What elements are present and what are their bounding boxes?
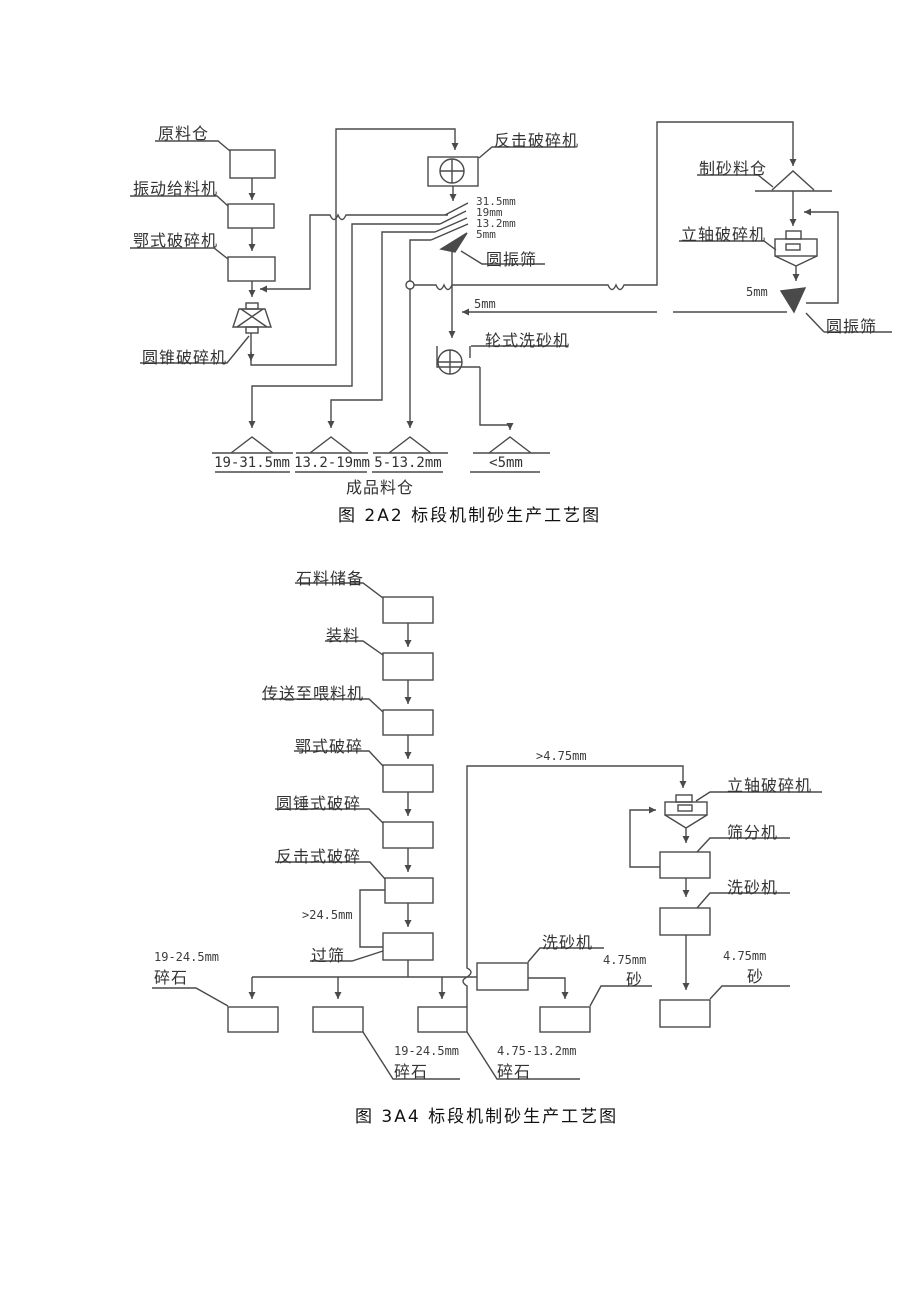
bin-left-material-label: 碎石 bbox=[154, 968, 189, 987]
stone-storage-label: 石料储备 bbox=[296, 569, 365, 588]
jaw-crusher-label: 鄂式破碎机 bbox=[133, 231, 219, 250]
cone-to-impact-line bbox=[250, 128, 459, 366]
washer-out-line bbox=[528, 977, 569, 999]
figure1-lineart bbox=[130, 121, 892, 473]
washer-mid-box bbox=[476, 962, 529, 991]
oversize-recycle-label: >24.5mm bbox=[302, 908, 353, 922]
vibrating-feeder-box bbox=[227, 203, 275, 229]
jaw-crushing-box bbox=[382, 764, 434, 793]
sand-silo-label: 制砂料仓 bbox=[699, 159, 768, 178]
loading-box bbox=[382, 652, 434, 681]
figure2-label-leaders bbox=[152, 582, 822, 1080]
figure1-label-leaders bbox=[130, 140, 892, 364]
jaw-crushing-label: 鄂式破碎 bbox=[295, 737, 364, 756]
washer-right-label: 洗砂机 bbox=[727, 878, 779, 897]
screen-size-1: 31.5mm bbox=[476, 195, 516, 208]
screen-size-3: 13.2mm bbox=[476, 217, 516, 230]
sand-bin-mid-box bbox=[539, 1006, 591, 1033]
five-mm-right-label: 5mm bbox=[746, 285, 768, 299]
raw-silo-box bbox=[229, 149, 276, 179]
bin-left-size-label: 19-24.5mm bbox=[154, 950, 220, 964]
vsi-crusher-symbol bbox=[774, 230, 818, 271]
jaw-crusher-box bbox=[227, 256, 276, 282]
convey-label: 传送至喂料机 bbox=[262, 684, 365, 703]
bin-left-box bbox=[227, 1006, 279, 1033]
raw-silo-label: 原料仓 bbox=[158, 124, 210, 143]
fraction-line-5 bbox=[406, 239, 431, 428]
stone-storage-box bbox=[382, 596, 434, 624]
sand-mid-material-label: 砂 bbox=[626, 970, 644, 989]
screen-size-2: 19mm bbox=[476, 206, 503, 219]
washer-mid-label: 洗砂机 bbox=[542, 933, 594, 952]
bin-middle-box bbox=[312, 1006, 364, 1033]
vsi-crusher-symbol-2 bbox=[664, 794, 708, 831]
washer-to-bin-line bbox=[479, 367, 514, 430]
impact-crusher-label: 反击破碎机 bbox=[494, 131, 580, 150]
sand-right-size-label: 4.75mm bbox=[723, 949, 767, 963]
bin-middle-material-label: 碎石 bbox=[394, 1062, 429, 1081]
oversize-to-vsi-label: >4.75mm bbox=[536, 749, 587, 763]
vsi-crusher-label: 立轴破碎机 bbox=[681, 225, 767, 244]
cone-crusher-label: 圆锥破碎机 bbox=[142, 348, 228, 367]
vibrating-feeder-label: 振动给料机 bbox=[133, 179, 219, 198]
product-silo-label: 成品料仓 bbox=[346, 478, 415, 497]
fraction-line-19 bbox=[248, 223, 440, 428]
bin-third-size-label: 4.75-13.2mm bbox=[497, 1044, 577, 1058]
bin-third-box bbox=[417, 1006, 468, 1033]
loading-label: 装料 bbox=[326, 626, 361, 645]
screening-machine-box bbox=[659, 851, 711, 879]
circular-screen-label: 圆振筛 bbox=[486, 250, 538, 269]
cone-crusher-symbol bbox=[232, 302, 272, 334]
five-mm-mid-label: 5mm bbox=[474, 297, 496, 311]
sieving-box bbox=[382, 932, 434, 961]
oversize-return-line bbox=[260, 213, 448, 293]
screening-machine-label: 筛分机 bbox=[727, 823, 779, 842]
impact-crusher-symbol bbox=[427, 156, 479, 187]
wheel-washer-label: 轮式洗砂机 bbox=[485, 331, 571, 350]
impact-crushing-label: 反击式破碎 bbox=[276, 847, 362, 866]
hammer-crushing-box bbox=[382, 821, 434, 849]
bin-middle-size-label: 19-24.5mm bbox=[394, 1044, 460, 1058]
bin-size-3: 5-13.2mm bbox=[374, 455, 442, 471]
hammer-crushing-label: 圆锤式破碎 bbox=[276, 794, 362, 813]
to-vsi-line bbox=[462, 765, 687, 1007]
circular-screen-right-label: 圆振筛 bbox=[826, 317, 878, 336]
screen-underflow-symbol bbox=[439, 232, 468, 253]
figure1-caption: 图 2A2 标段机制砂生产工艺图 bbox=[338, 506, 602, 526]
bin-third-material-label: 碎石 bbox=[497, 1062, 532, 1081]
figure2-lineart bbox=[152, 582, 822, 1080]
sand-right-material-label: 砂 bbox=[747, 967, 765, 986]
to-sand-silo-line bbox=[414, 121, 797, 291]
sieving-label: 过筛 bbox=[311, 946, 346, 965]
vsi-crusher-label-2: 立轴破碎机 bbox=[727, 776, 813, 795]
bin-size-4: <5mm bbox=[489, 455, 523, 471]
vibrating-screen-decks bbox=[430, 202, 469, 241]
wheel-washer-symbol bbox=[436, 346, 480, 375]
figure2-caption: 图 3A4 标段机制砂生产工艺图 bbox=[355, 1107, 619, 1127]
product-bins bbox=[212, 436, 550, 473]
bin-size-2: 13.2-19mm bbox=[294, 455, 370, 471]
bin-size-1: 19-31.5mm bbox=[214, 455, 290, 471]
vsi-recycle-line bbox=[804, 208, 839, 304]
vsi-recycle-loop-2 bbox=[629, 806, 660, 868]
convey-box bbox=[382, 709, 434, 736]
screen-size-4: 5mm bbox=[476, 228, 496, 241]
fraction-line-13 bbox=[327, 231, 435, 428]
sand-bin-right-box bbox=[659, 999, 711, 1028]
washer-right-box bbox=[659, 907, 711, 936]
junction-node bbox=[405, 280, 415, 290]
oversize-recycle-loop bbox=[359, 889, 385, 948]
right-screen-symbol bbox=[779, 287, 807, 314]
impact-crushing-box bbox=[384, 877, 434, 904]
sand-mid-size-label: 4.75mm bbox=[603, 953, 647, 967]
